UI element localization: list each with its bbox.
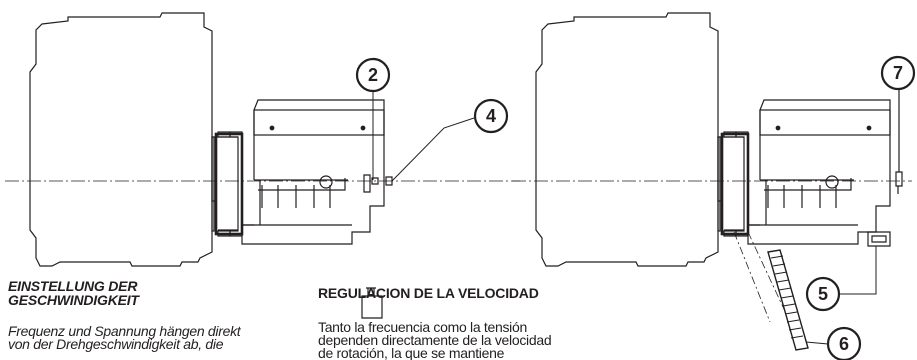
callout-4: 4 <box>473 98 509 134</box>
right-alternator-cover <box>747 99 891 245</box>
callout-5-label: 5 <box>818 284 828 304</box>
spanish-body: Tanto la frecuencia como la tensión depe… <box>318 321 618 360</box>
left-terminal-box <box>363 174 393 193</box>
callout-6: 6 <box>805 326 862 360</box>
drive-belt <box>733 231 809 351</box>
callout-7: 7 <box>880 55 916 91</box>
callout-2: 2 <box>355 57 391 180</box>
right-engine-block <box>535 12 719 267</box>
left-generator-diagram <box>5 12 520 319</box>
right-adjuster <box>895 86 903 194</box>
callout-2-label: 2 <box>368 65 378 85</box>
german-heading: EINSTELLUNG DER GESCHWINDIGKEIT <box>8 279 208 307</box>
callout-4-label: 4 <box>486 106 496 126</box>
german-heading-line2: GESCHWINDIGKEIT <box>8 292 139 308</box>
left-plug <box>361 287 383 319</box>
german-heading-line1: EINSTELLUNG DER <box>8 278 138 294</box>
german-body-line2: von der Drehgeschwindigkeit ab, die <box>8 336 224 352</box>
left-alternator-cover <box>241 99 385 245</box>
callout-5: 5 <box>805 246 877 312</box>
german-body-line1: Frequenz und Spannung hängen direkt <box>8 325 241 339</box>
right-generator-diagram <box>512 12 912 351</box>
callout-7-label: 7 <box>893 63 903 83</box>
spanish-body-line2: dependen directamente de la velocidad <box>318 332 552 348</box>
german-body: Frequenz und Spannung hängen direkt von … <box>8 325 308 360</box>
spanish-body-line1: Tanto la frecuencia como la tensión <box>318 321 527 335</box>
left-engine-block <box>29 12 213 267</box>
callout-6-label: 6 <box>839 334 849 354</box>
spanish-heading: REGULACION DE LA VELOCIDAD <box>318 285 539 301</box>
spanish-body-line3: de rotación, la que se mantiene <box>318 345 505 360</box>
